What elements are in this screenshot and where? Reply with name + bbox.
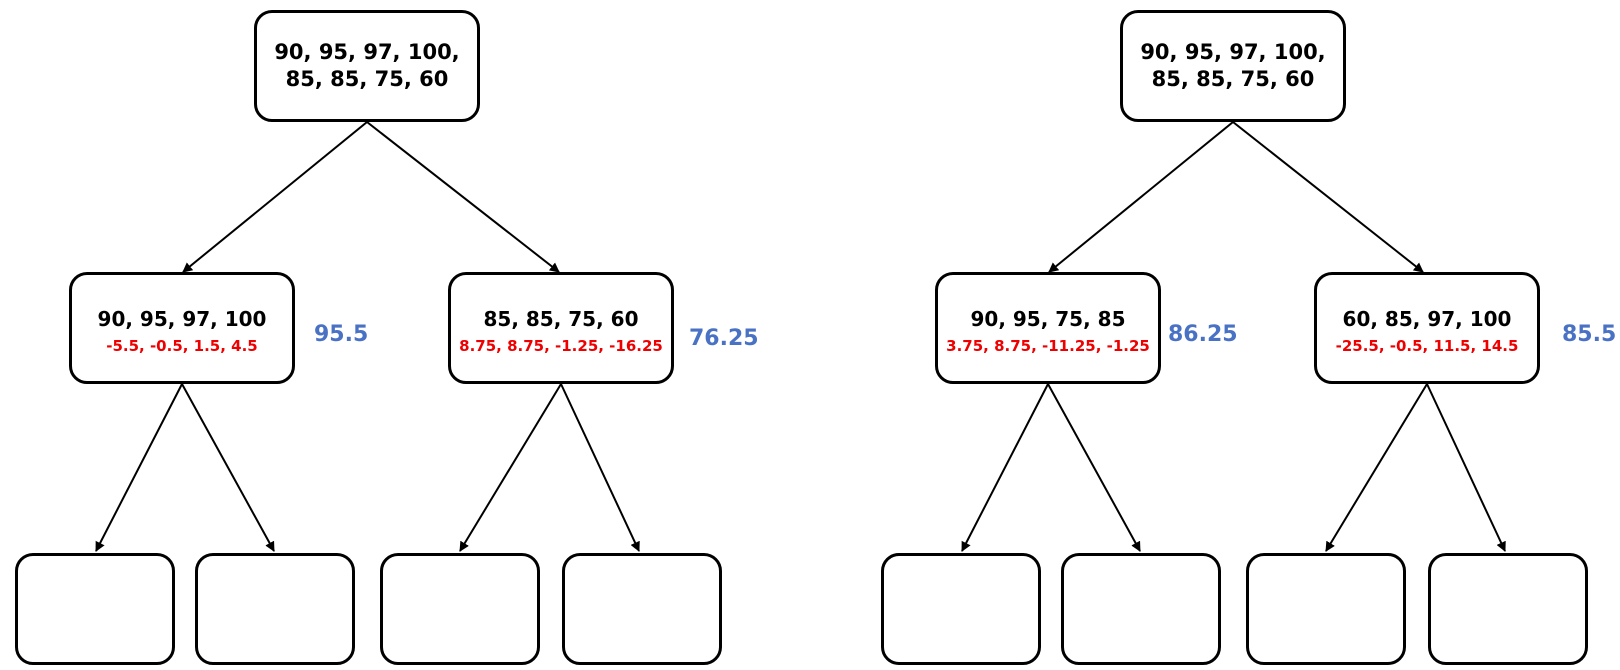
tree2-left-residuals: 3.75, 8.75, -11.25, -1.25 [946, 336, 1150, 355]
tree2-left-mean: 86.25 [1168, 322, 1238, 347]
tree1-leaf-2 [195, 553, 355, 665]
edge-right-leaf3-1 [459, 383, 562, 552]
tree2-leaf-4 [1428, 553, 1588, 665]
edge-right-leaf4-1 [560, 383, 640, 552]
edge-left-leaf2-2 [1047, 383, 1141, 552]
tree1-left-node: 90, 95, 97, 100 -5.5, -0.5, 1.5, 4.5 [69, 272, 295, 384]
tree2-right-values: 60, 85, 97, 100 [1342, 306, 1512, 331]
tree1-root-node: 90, 95, 97, 100, 85, 85, 75, 60 [254, 10, 480, 122]
tree2-leaf-1 [881, 553, 1041, 665]
tree1-leaf-1 [15, 553, 175, 665]
edge-left-leaf1-2 [961, 383, 1049, 552]
tree2-leaf-3 [1246, 553, 1406, 665]
tree2-root-node: 90, 95, 97, 100, 85, 85, 75, 60 [1120, 10, 1346, 122]
tree2-right-residuals: -25.5, -0.5, 11.5, 14.5 [1335, 336, 1519, 355]
tree2-leaf-2 [1061, 553, 1221, 665]
tree2-right-node: 60, 85, 97, 100 -25.5, -0.5, 11.5, 14.5 [1314, 272, 1540, 384]
tree1-leaf-3 [380, 553, 540, 665]
tree2-root-values: 90, 95, 97, 100, 85, 85, 75, 60 [1140, 40, 1326, 91]
tree1-left-mean: 95.5 [314, 322, 369, 347]
edge-root-left-2 [1048, 121, 1234, 273]
edge-root-right-2 [1232, 121, 1424, 273]
tree1-left-residuals: -5.5, -0.5, 1.5, 4.5 [106, 336, 258, 355]
edge-root-right-1 [366, 121, 560, 273]
tree1-right-values: 85, 85, 75, 60 [483, 306, 639, 331]
edge-left-leaf2-1 [181, 383, 275, 552]
tree1-left-values: 90, 95, 97, 100 [97, 306, 267, 331]
tree1-leaf-4 [562, 553, 722, 665]
tree1-right-mean: 76.25 [689, 326, 759, 351]
edge-root-left-1 [182, 121, 368, 273]
edge-right-leaf3-2 [1325, 383, 1428, 552]
edge-right-leaf4-2 [1426, 383, 1506, 552]
edge-left-leaf1-1 [95, 383, 183, 552]
tree2-left-node: 90, 95, 75, 85 3.75, 8.75, -11.25, -1.25 [935, 272, 1161, 384]
tree1-root-values: 90, 95, 97, 100, 85, 85, 75, 60 [274, 40, 460, 91]
tree2-right-mean: 85.5 [1562, 322, 1617, 347]
tree1-right-residuals: 8.75, 8.75, -1.25, -16.25 [459, 336, 663, 355]
tree1-right-node: 85, 85, 75, 60 8.75, 8.75, -1.25, -16.25 [448, 272, 674, 384]
tree2-left-values: 90, 95, 75, 85 [970, 306, 1126, 331]
